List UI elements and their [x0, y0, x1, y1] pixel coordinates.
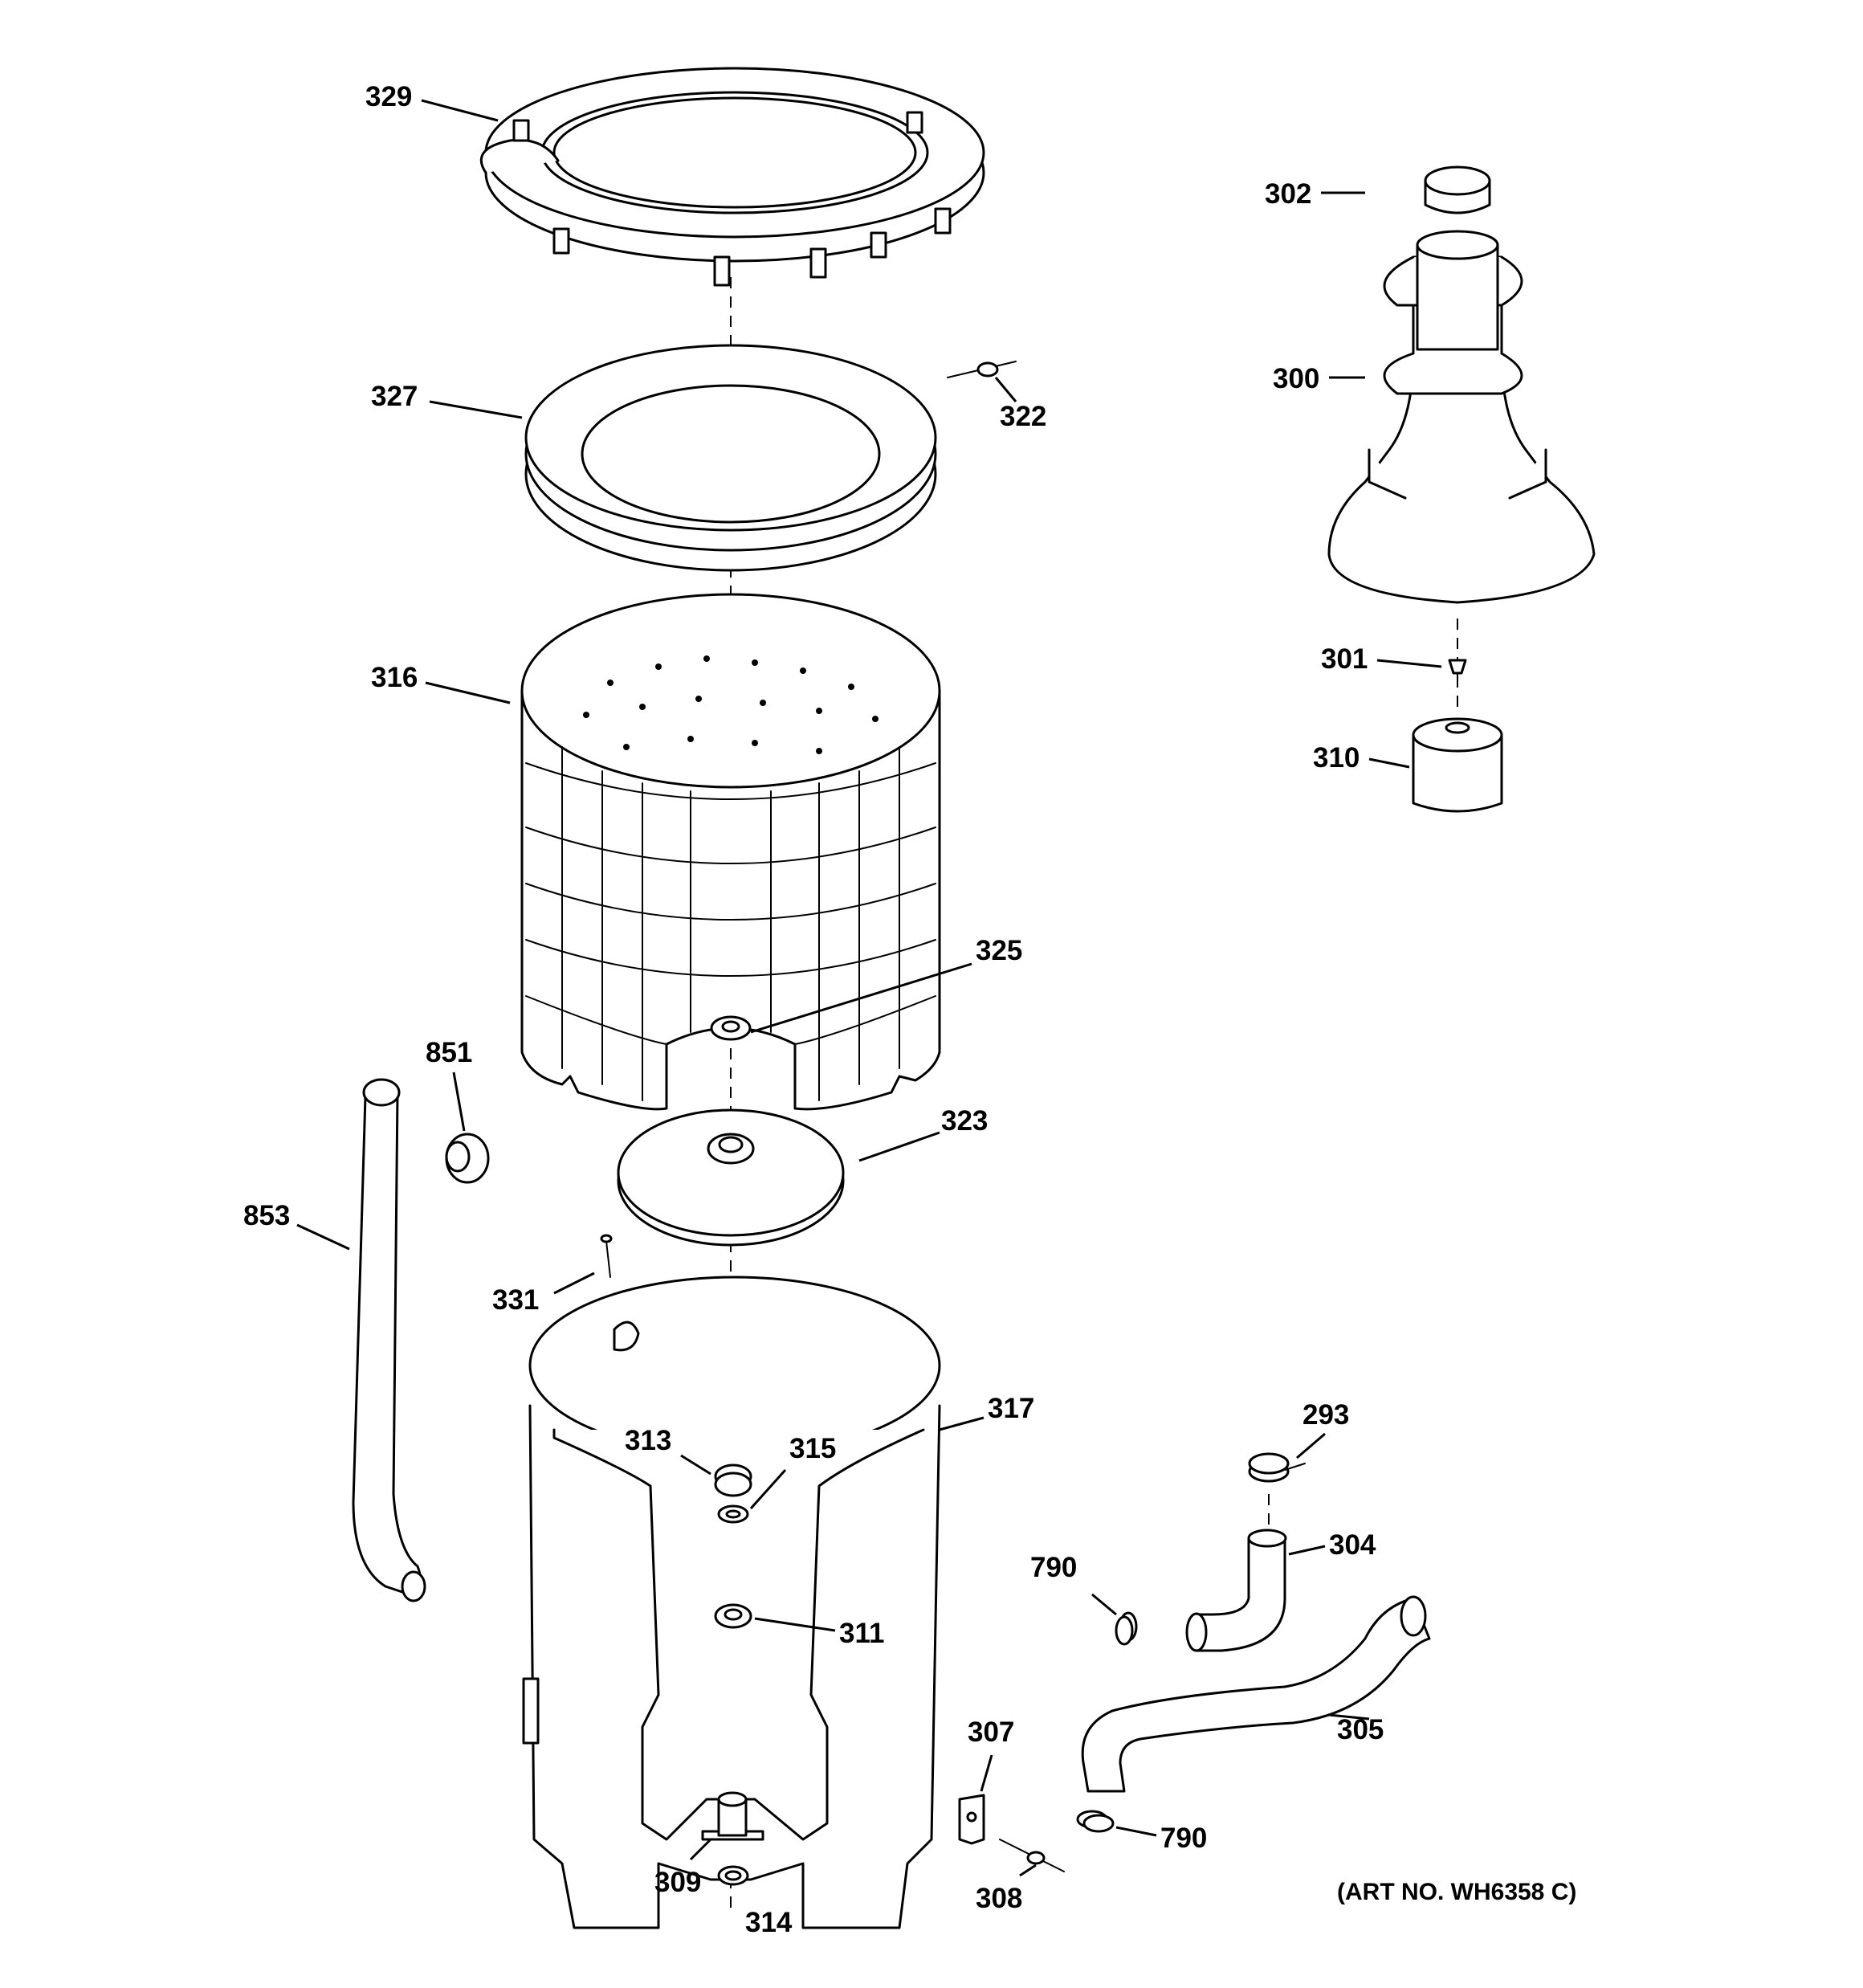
callout-311: 311: [839, 1618, 884, 1649]
leader-lines: [296, 99, 1442, 1877]
callout-329: 329: [365, 81, 412, 112]
part-851-fitting: [445, 1133, 490, 1184]
callout-317: 317: [988, 1393, 1034, 1424]
part-325-nut: [710, 1015, 752, 1041]
part-313-seal: [714, 1463, 752, 1497]
part-322-screw: [947, 361, 1017, 378]
callout-304: 304: [1329, 1529, 1376, 1561]
callout-323: 323: [941, 1105, 988, 1137]
callout-305: 305: [1337, 1714, 1384, 1745]
callout-790-upper: 790: [1030, 1552, 1077, 1583]
part-853-hose: [352, 1078, 426, 1602]
part-310-adapter: [1412, 717, 1503, 813]
callout-301: 301: [1321, 643, 1368, 675]
callout-790-lower: 790: [1160, 1823, 1207, 1854]
callout-309: 309: [654, 1867, 701, 1898]
callout-293: 293: [1302, 1399, 1349, 1431]
part-331-screw: [600, 1234, 613, 1278]
callout-851: 851: [426, 1037, 472, 1068]
part-300-agitator: [1327, 230, 1596, 604]
callout-308: 308: [976, 1883, 1022, 1914]
part-309-bearing: [701, 1791, 764, 1841]
callout-307: 307: [968, 1717, 1014, 1748]
part-305-drain-hose: [1081, 1595, 1431, 1793]
part-311-nut: [714, 1603, 752, 1629]
callout-322: 322: [1000, 401, 1046, 432]
part-790-clamp-upper: [1115, 1611, 1138, 1646]
part-307-bracket: [958, 1794, 985, 1845]
part-293-clamp: [1248, 1452, 1306, 1483]
part-316-basket: [520, 593, 941, 1111]
part-323-hub: [617, 1108, 845, 1247]
part-790-clamp-lower: [1076, 1810, 1115, 1833]
part-317-outer-tub: [522, 1276, 941, 1929]
part-314-washer: [717, 1865, 749, 1886]
part-304-hose: [1185, 1529, 1287, 1652]
callout-302: 302: [1265, 178, 1311, 210]
part-308-screw: [999, 1839, 1065, 1872]
callout-327: 327: [371, 381, 418, 412]
callout-315: 315: [789, 1433, 836, 1464]
callout-316: 316: [371, 662, 418, 693]
callout-853: 853: [243, 1200, 290, 1231]
part-301-bolt: [1448, 659, 1467, 688]
art-number: (ART NO. WH6358 C): [1337, 1879, 1576, 1905]
part-327-balance-ring: [524, 344, 937, 572]
callout-300: 300: [1273, 363, 1319, 394]
callout-310: 310: [1313, 742, 1360, 774]
part-329-tub-cover: [479, 67, 985, 287]
part-315-washer: [717, 1504, 749, 1524]
part-302-cap: [1424, 165, 1491, 214]
callout-331: 331: [492, 1284, 539, 1316]
callout-313: 313: [625, 1425, 671, 1456]
callout-325: 325: [976, 935, 1022, 966]
callout-314: 314: [745, 1907, 793, 1938]
